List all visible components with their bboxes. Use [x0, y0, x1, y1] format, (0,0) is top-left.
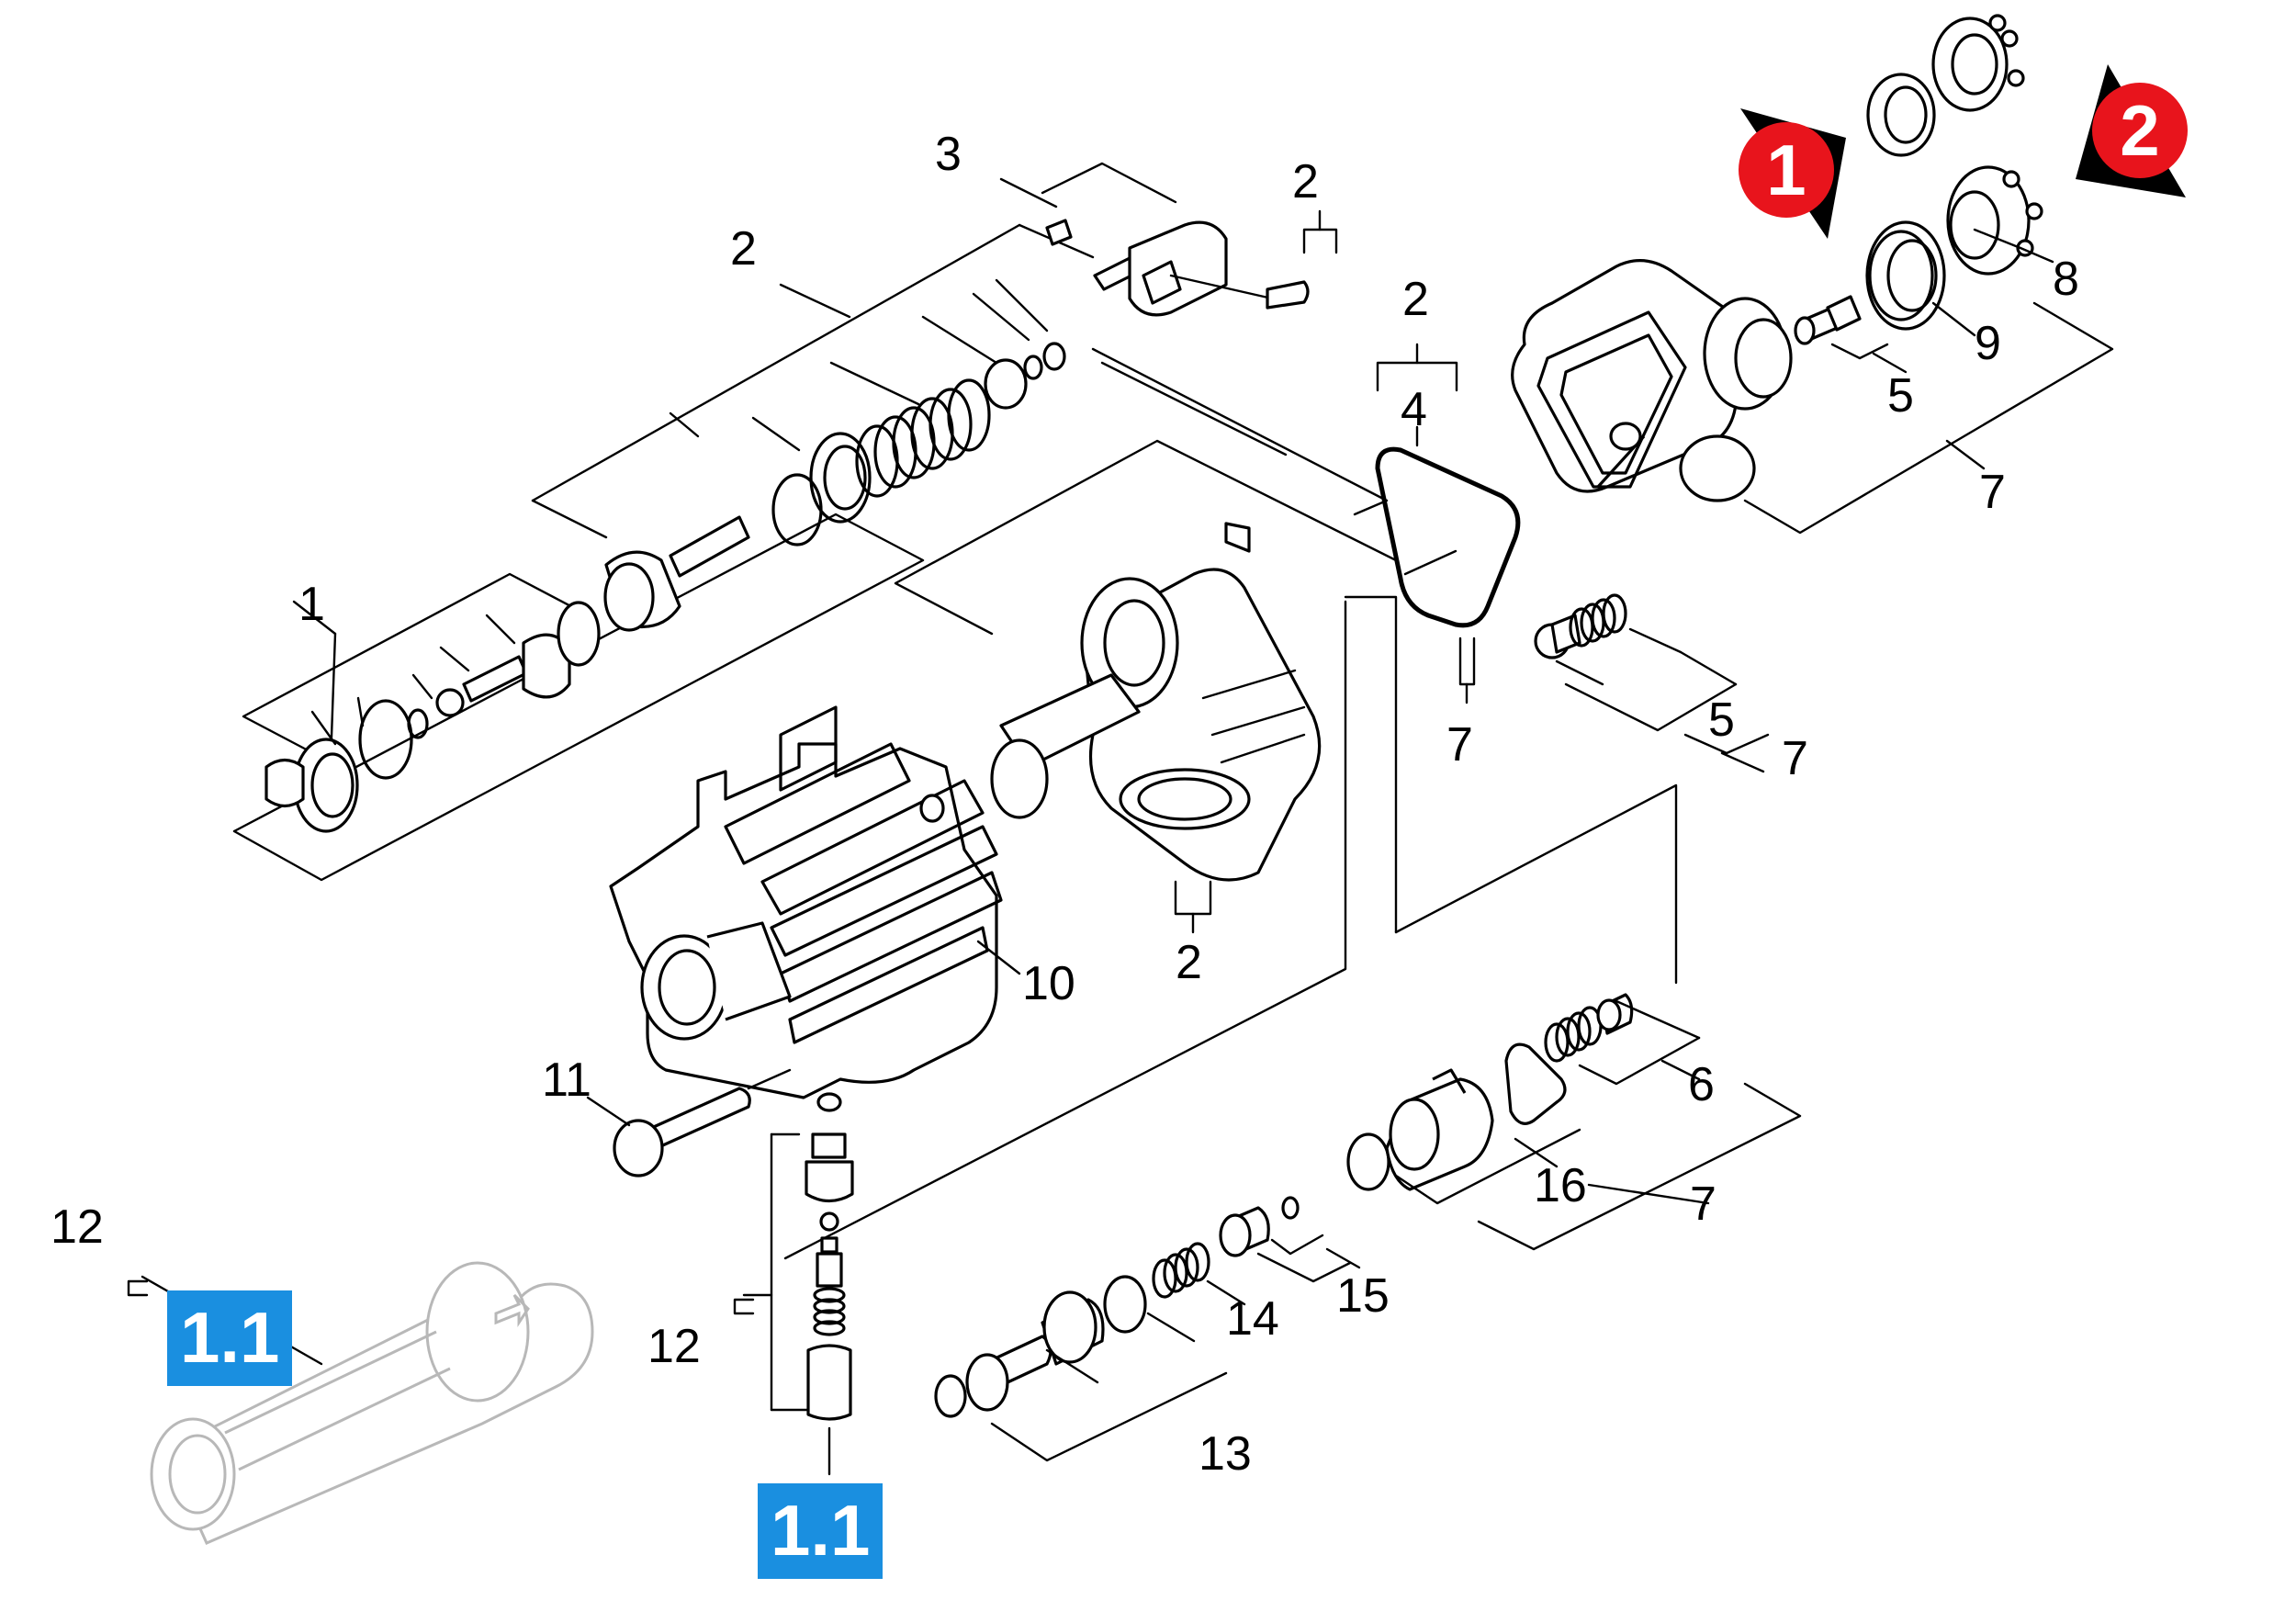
callout-6: 6	[1688, 1058, 1715, 1111]
part-12-nozzle-stack	[733, 1092, 854, 1476]
callout-16: 16	[1534, 1159, 1587, 1212]
callout-4: 4	[1401, 383, 1427, 436]
position-marker-1-number: 1	[1766, 130, 1806, 210]
part-2-valve-stack	[603, 278, 1066, 632]
bracket-assembly-5-7	[1344, 595, 1678, 985]
callout-12-left: 12	[51, 1200, 104, 1254]
part-3-latch	[1045, 219, 1310, 317]
part-8-seal-cap	[1946, 165, 2054, 276]
part-11-screw	[586, 1068, 792, 1177]
marker-2-arrow	[2076, 64, 2188, 197]
callout-7-bottom: 7	[1690, 1177, 1716, 1231]
callout-7-gasket: 7	[1446, 718, 1473, 772]
callout-11: 11	[542, 1054, 591, 1107]
part-16-valve-housing	[1346, 1042, 1581, 1205]
callout-8: 8	[2053, 253, 2079, 306]
part-9-bearing	[1865, 220, 1976, 337]
callout-7-right: 7	[1979, 466, 2006, 519]
bracket-assembly-3	[999, 162, 1389, 516]
part-14-spring	[1152, 1242, 1246, 1306]
callout-2-bottom: 2	[1176, 936, 1202, 989]
callout-15: 15	[1336, 1269, 1390, 1323]
part-5-screw-right	[1794, 295, 1908, 374]
callout-2-top: 2	[1292, 155, 1319, 208]
bracket-7-right	[1743, 301, 2114, 535]
callout-2-gasket: 2	[1402, 273, 1429, 326]
bracket-2-bottom	[1174, 880, 1212, 934]
part-15-seat	[1219, 1196, 1361, 1283]
callout-2-valve: 2	[730, 222, 757, 276]
bracket-2-top	[1302, 209, 1338, 254]
marker-1-arrow	[1739, 108, 1846, 239]
part-10-pump-body	[609, 705, 1021, 1099]
position-marker-1: 1	[1736, 119, 1837, 220]
callout-3: 3	[935, 128, 962, 181]
callout-5-right: 5	[1887, 369, 1914, 423]
reference-badge-center: 1.1	[758, 1483, 884, 1579]
callout-12-center: 12	[647, 1320, 701, 1373]
callout-7-mid: 7	[1782, 732, 1808, 785]
callout-10: 10	[1022, 957, 1075, 1010]
part-13-valve	[934, 1275, 1228, 1462]
callout-13: 13	[1199, 1427, 1252, 1481]
part-7-pump-head	[1511, 258, 1793, 502]
position-marker-2: 2	[2089, 80, 2190, 181]
part-4-gasket	[1375, 446, 1521, 704]
accessory-lance-faded	[127, 1261, 594, 1545]
part-2-housing	[990, 522, 1322, 882]
part-1-valve	[264, 601, 601, 833]
callout-5-mid: 5	[1708, 693, 1735, 747]
callout-14: 14	[1226, 1292, 1279, 1346]
bracket-assembly-4	[1376, 343, 1458, 447]
reference-badge-left: 1.1	[167, 1290, 293, 1386]
position-marker-2-number: 2	[2120, 90, 2160, 171]
callout-9: 9	[1975, 317, 2001, 370]
part-5-valve-mid	[1534, 593, 1770, 773]
part-2-top-seal	[1866, 14, 2025, 157]
callout-1: 1	[298, 578, 325, 631]
part-6-valve-right	[1477, 993, 1802, 1251]
